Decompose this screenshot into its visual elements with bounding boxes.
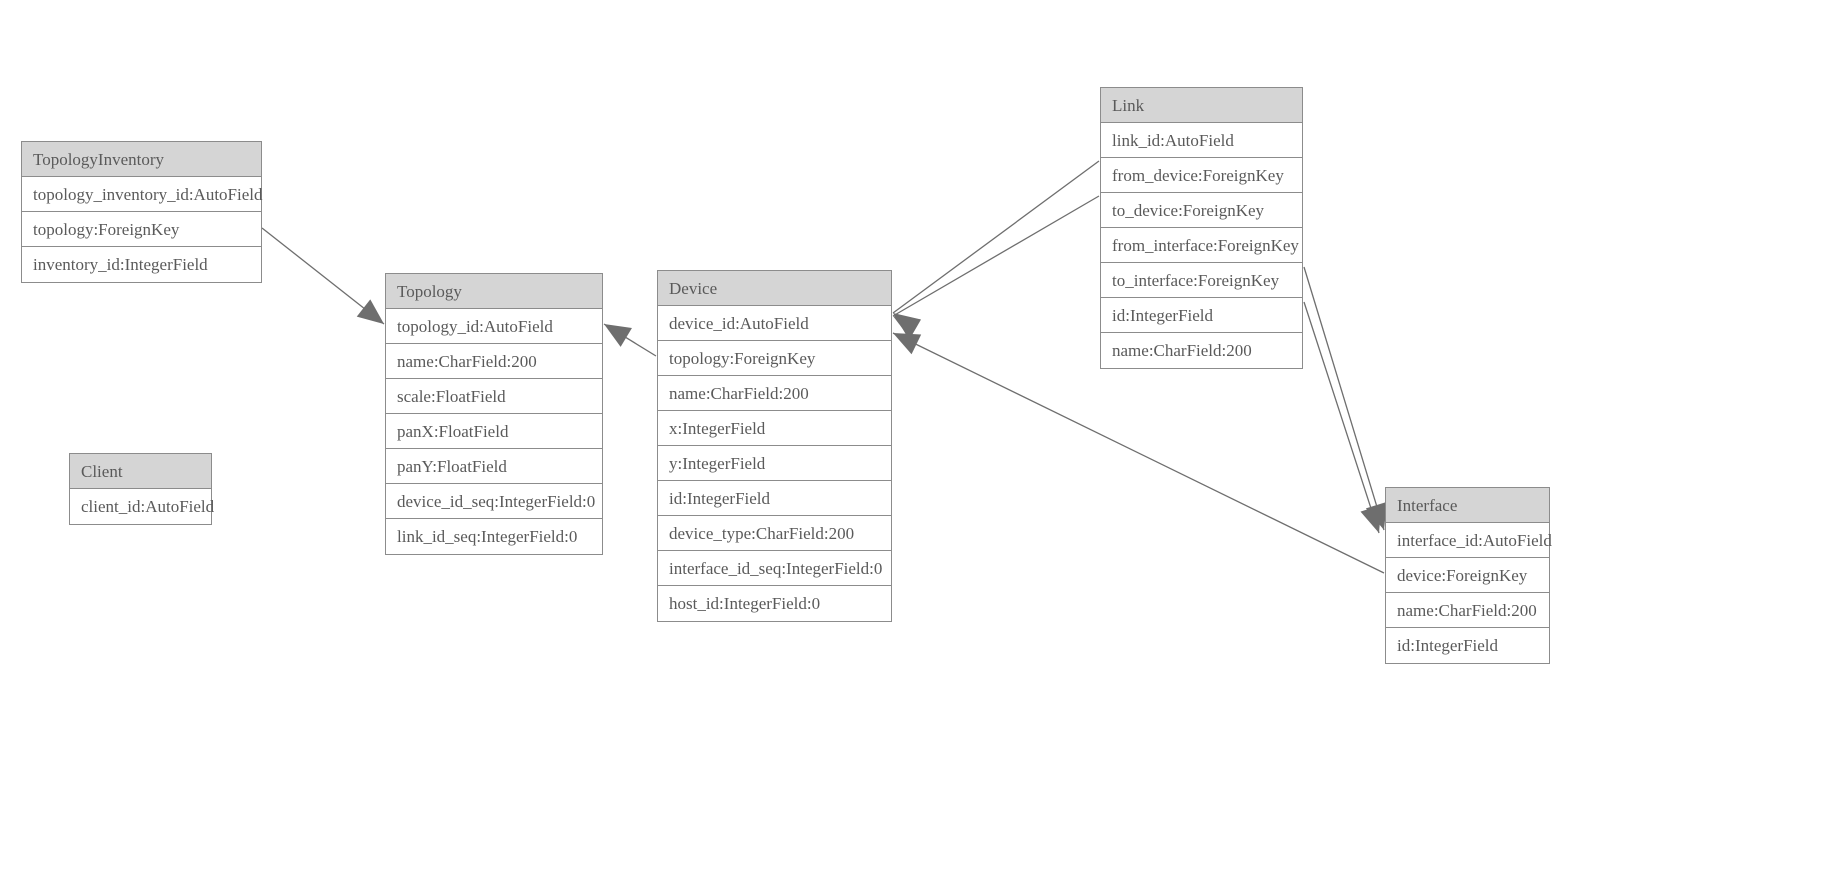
entity-title-link: Link [1101, 88, 1302, 123]
relationship-arrowhead [604, 324, 632, 347]
entity-field-row[interactable]: from_device:ForeignKey [1101, 158, 1302, 193]
entity-field-row[interactable]: topology_id:AutoField [386, 309, 602, 344]
entity-title-topology: Topology [386, 274, 602, 309]
entity-field-row[interactable]: topology:ForeignKey [658, 341, 891, 376]
entity-field-row[interactable]: y:IntegerField [658, 446, 891, 481]
entity-field-row[interactable]: scale:FloatField [386, 379, 602, 414]
entity-field-row[interactable]: client_id:AutoField [70, 489, 214, 524]
relationship-arrowhead [893, 313, 921, 338]
entity-field-row[interactable]: name:CharField:200 [1386, 593, 1549, 628]
relationship-line [892, 160, 1100, 314]
entity-field-row[interactable]: device_type:CharField:200 [658, 516, 891, 551]
relationship-line [892, 332, 1385, 574]
entity-field-row[interactable]: name:CharField:200 [658, 376, 891, 411]
entity-title-topology_inventory: TopologyInventory [22, 142, 261, 177]
entity-field-row[interactable]: id:IntegerField [1386, 628, 1549, 663]
entity-field-row[interactable]: link_id_seq:IntegerField:0 [386, 519, 602, 554]
relationship-arrowhead [893, 333, 922, 355]
entity-field-row[interactable]: to_interface:ForeignKey [1101, 263, 1302, 298]
entity-title-device: Device [658, 271, 891, 306]
rel-topologyinventory-topology[interactable] [261, 227, 385, 325]
rel-link-from_device-device[interactable] [892, 160, 1100, 338]
entity-field-row[interactable]: from_interface:ForeignKey [1101, 228, 1302, 263]
entity-field-row[interactable]: device_id_seq:IntegerField:0 [386, 484, 602, 519]
rel-link-from_interface-interface[interactable] [1303, 266, 1387, 531]
entity-field-row[interactable]: x:IntegerField [658, 411, 891, 446]
relationship-arrowhead [1360, 504, 1382, 533]
entity-field-row[interactable]: interface_id:AutoField [1386, 523, 1552, 558]
entity-title-interface: Interface [1386, 488, 1549, 523]
entity-field-row[interactable]: panY:FloatField [386, 449, 602, 484]
entity-title-client: Client [70, 454, 211, 489]
entity-field-row[interactable]: name:CharField:200 [1101, 333, 1302, 368]
entity-fields-client: client_id:AutoField [70, 489, 214, 524]
relationship-line [892, 195, 1100, 317]
entity-field-row[interactable]: device:ForeignKey [1386, 558, 1549, 593]
entity-field-row[interactable]: interface_id_seq:IntegerField:0 [658, 551, 891, 586]
entity-field-row[interactable]: device_id:AutoField [658, 306, 891, 341]
entity-field-row[interactable]: id:IntegerField [658, 481, 891, 516]
entity-field-row[interactable]: host_id:IntegerField:0 [658, 586, 891, 621]
relationship-arrowhead [1365, 501, 1387, 530]
entity-field-row[interactable]: inventory_id:IntegerField [22, 247, 261, 282]
entity-field-row[interactable]: to_device:ForeignKey [1101, 193, 1302, 228]
rel-link-to_device-device[interactable] [892, 195, 1100, 339]
relationship-line [603, 323, 657, 357]
entity-field-row[interactable]: panX:FloatField [386, 414, 602, 449]
relationship-arrowhead [356, 299, 384, 324]
entity-field-row[interactable]: id:IntegerField [1101, 298, 1302, 333]
relationship-line [261, 227, 385, 325]
relationship-line [1303, 301, 1380, 534]
entity-field-row[interactable]: name:CharField:200 [386, 344, 602, 379]
entity-field-row[interactable]: topology_inventory_id:AutoField [22, 177, 263, 212]
rel-interface-device[interactable] [892, 332, 1385, 574]
rel-device-topology[interactable] [603, 323, 657, 357]
entity-field-row[interactable]: link_id:AutoField [1101, 123, 1302, 158]
entity-field-row[interactable]: topology:ForeignKey [22, 212, 261, 247]
relationship-arrowhead [893, 316, 922, 339]
relationship-line [1303, 266, 1385, 531]
rel-link-to_interface-interface[interactable] [1303, 301, 1382, 534]
